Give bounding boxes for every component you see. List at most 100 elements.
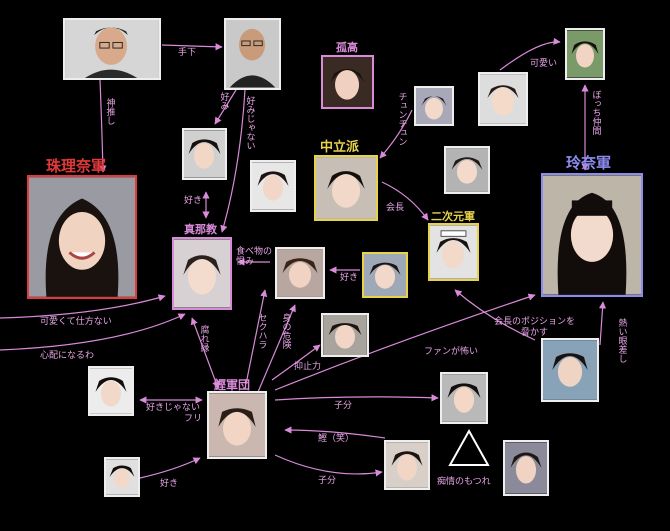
photo-manakyo xyxy=(172,237,232,310)
girl-face-icon xyxy=(386,442,428,488)
girl-face-icon xyxy=(252,162,294,210)
girl-face-icon xyxy=(316,157,376,219)
label-sekuhara: セクハラ xyxy=(256,313,267,349)
girl-peace-sign-icon xyxy=(543,175,641,295)
girl-face-icon xyxy=(174,239,230,308)
group-manakyo: 真那教 xyxy=(184,223,217,236)
arrow-tetsu xyxy=(284,426,386,439)
label-fan-kowai: ファンが怖い xyxy=(424,347,479,357)
label-kaichou-pos: 会長のポジションを xyxy=(494,317,576,327)
label-mi-no-kiken: 身の危険 xyxy=(280,313,291,349)
arrow-kawaikute xyxy=(0,294,166,319)
label-suki-1: 好き xyxy=(184,196,203,206)
girl-face-icon xyxy=(90,368,132,414)
label-suki-mi: 好み xyxy=(218,92,229,110)
group-koko: 孤高 xyxy=(336,41,358,54)
arrow-kobun-2 xyxy=(274,454,383,477)
photo-fan-kowai-member xyxy=(440,372,488,424)
photo-jurina xyxy=(27,175,137,299)
man-glasses-icon xyxy=(66,20,158,78)
label-tabemono: 食べ物の恨み xyxy=(236,247,273,267)
arrow-shinpai xyxy=(0,313,186,351)
girl-face-icon xyxy=(543,340,597,400)
label-shin-oshi: 神推し xyxy=(104,98,115,125)
love-triangle-icon xyxy=(448,428,490,466)
label-chunchun: チュンチュン xyxy=(396,92,407,146)
label-suki-mi-janai: 好みじゃない xyxy=(244,96,255,150)
arrow-tesita xyxy=(161,43,223,51)
label-obiyakasu: 脅かす xyxy=(521,328,549,338)
label-tesita: 手下 xyxy=(178,48,197,58)
girl-face-icon xyxy=(184,130,225,178)
girl-face-icon xyxy=(416,88,452,124)
group-nijigen: 二次元軍 xyxy=(431,210,475,223)
photo-kawaii-member xyxy=(478,72,528,126)
label-kaichou: 会長 xyxy=(386,203,405,213)
arrow-to-top-right xyxy=(499,37,561,71)
photo-suki3-member xyxy=(104,457,140,497)
photo-nijigen xyxy=(428,223,479,281)
label-kobun-1: 子分 xyxy=(334,401,353,411)
photo-kotsuganmi xyxy=(207,391,267,459)
label-bocchi: ぼっち仲間 xyxy=(590,90,601,135)
photo-yokushiryoku-member xyxy=(321,313,369,357)
girl-face-icon xyxy=(567,30,603,78)
arrow-shin-oshi xyxy=(99,79,107,173)
group-kotsuganmi: 鰹軍団 xyxy=(214,378,251,392)
girl-face-icon xyxy=(277,249,323,297)
girl-face-icon xyxy=(106,459,138,495)
girl-face-icon xyxy=(505,442,547,494)
label-shinpai: 心配になるわ xyxy=(40,351,95,361)
arrow-suki-3 xyxy=(139,457,201,479)
photo-chunchun-member xyxy=(414,86,454,126)
photo-atsui-member xyxy=(541,338,599,402)
photo-producer xyxy=(63,18,161,80)
girl-smiling-icon xyxy=(29,177,135,297)
photo-chijou-member-1 xyxy=(384,440,430,490)
photo-chuuritsu xyxy=(314,155,378,221)
girl-face-icon xyxy=(323,57,372,107)
photo-chijou-member-2 xyxy=(503,440,549,496)
group-chuuritsu: 中立派 xyxy=(320,140,360,155)
photo-suki2-member xyxy=(362,252,408,298)
photo-manakyo-side xyxy=(250,160,296,212)
photo-rena xyxy=(541,173,643,297)
girl-maid-icon xyxy=(430,225,477,279)
man-bald-icon xyxy=(226,20,279,88)
arrow-yokushiryoku xyxy=(271,344,321,381)
label-kusareen: 腐れ縁 xyxy=(198,325,209,352)
label-suki-2: 好き xyxy=(340,273,359,283)
girl-face-icon xyxy=(480,74,526,124)
arrow-suki-mi xyxy=(214,89,237,125)
arrow-fan-kowai xyxy=(274,293,536,391)
label-chijou: 痴情のもつれ xyxy=(437,477,491,487)
photo-right-member xyxy=(444,146,490,194)
label-furi: フリ xyxy=(184,414,203,424)
photo-suki-janai-member xyxy=(88,366,134,416)
group-rena: 玲奈軍 xyxy=(566,154,612,172)
girl-face-icon xyxy=(323,315,367,355)
photo-bocchi-member xyxy=(565,28,605,80)
label-suki-janai: 好きじゃない xyxy=(146,403,201,413)
label-kawaikute: 可愛くて仕方ない xyxy=(40,317,112,327)
label-yokushiryoku: 抑止力 xyxy=(294,362,322,372)
arrow-mi-no-kiken xyxy=(257,304,296,393)
photo-tabemono-member xyxy=(275,247,325,299)
arrow-kusareen xyxy=(190,317,220,389)
arrow-chunchun xyxy=(379,109,413,159)
girl-face-icon xyxy=(446,148,488,192)
girl-face-icon xyxy=(364,254,406,296)
arrow-atsui xyxy=(598,301,607,346)
arrow-kaichou xyxy=(381,181,429,221)
label-kobun-2: 子分 xyxy=(318,476,337,486)
label-kawaii: 可愛い xyxy=(530,59,558,69)
arrow-kaichou-pos xyxy=(454,289,536,341)
photo-suki-member xyxy=(182,128,227,180)
photo-koko-member xyxy=(321,55,374,109)
arrow-kobun-1 xyxy=(274,394,439,402)
arrow-sekuhara xyxy=(245,289,268,385)
label-suki-3: 好き xyxy=(160,479,179,489)
girl-face-icon xyxy=(209,393,265,457)
